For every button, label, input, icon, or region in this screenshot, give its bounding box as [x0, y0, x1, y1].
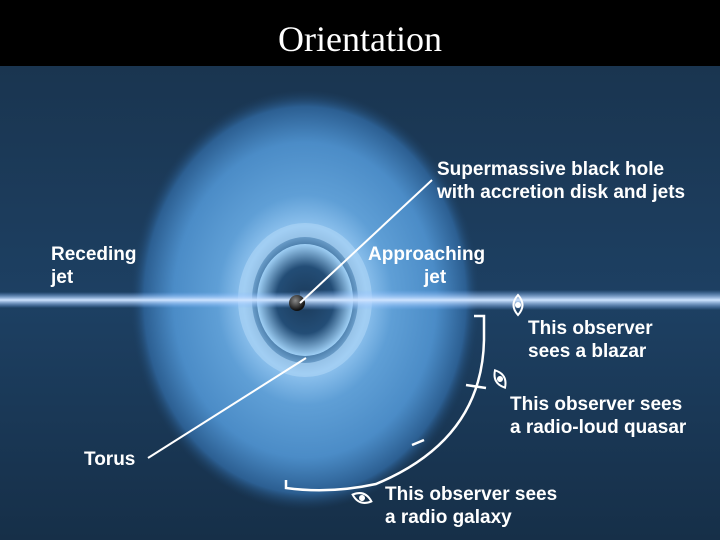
receding-label-line2: jet: [51, 267, 74, 288]
black-hole: [289, 295, 305, 311]
galaxy-label-line2: a radio galaxy: [385, 507, 512, 528]
slide-title: Orientation: [278, 19, 442, 59]
approaching-jet: [300, 290, 720, 310]
approaching-label-line1: Approaching: [368, 244, 486, 265]
torus-label: Torus: [84, 449, 136, 470]
eye-icon: [351, 492, 373, 504]
quasar-label-line1: This observer sees: [510, 394, 683, 415]
viewing-angle-arc: [284, 314, 486, 492]
approaching-label-line2: jet: [424, 267, 447, 288]
black-hole-label-line2: with accretion disk and jets: [437, 182, 686, 203]
receding-jet: [0, 292, 300, 308]
blazar-observer-label: This observer sees a blazar: [528, 317, 653, 363]
torus-pointer: [147, 357, 307, 459]
eye-icon: [493, 369, 507, 389]
arc-tick-2: [411, 438, 425, 447]
blazar-label-line2: sees a blazar: [528, 341, 647, 362]
title-bar: Orientation: [0, 0, 720, 66]
blazar-label-line1: This observer: [528, 318, 653, 339]
black-hole-label-line1: Supermassive black hole: [437, 159, 665, 180]
black-hole-label: Supermassive black hole with accretion d…: [437, 158, 685, 204]
agn-diagram: [0, 66, 720, 540]
receding-label-line1: Receding: [51, 244, 137, 265]
galaxy-label-line1: This observer sees: [385, 484, 558, 505]
black-hole-pointer: [299, 179, 433, 304]
arc-tick-1: [465, 383, 487, 390]
receding-jet-label: Receding jet: [51, 243, 137, 289]
quasar-observer-label: This observer sees a radio-loud quasar: [510, 393, 686, 439]
eye-icon: [512, 293, 524, 317]
radio-galaxy-observer-label: This observer sees a radio galaxy: [385, 483, 557, 529]
approaching-jet-label: Approaching jet: [368, 243, 485, 289]
quasar-label-line2: a radio-loud quasar: [510, 417, 687, 438]
